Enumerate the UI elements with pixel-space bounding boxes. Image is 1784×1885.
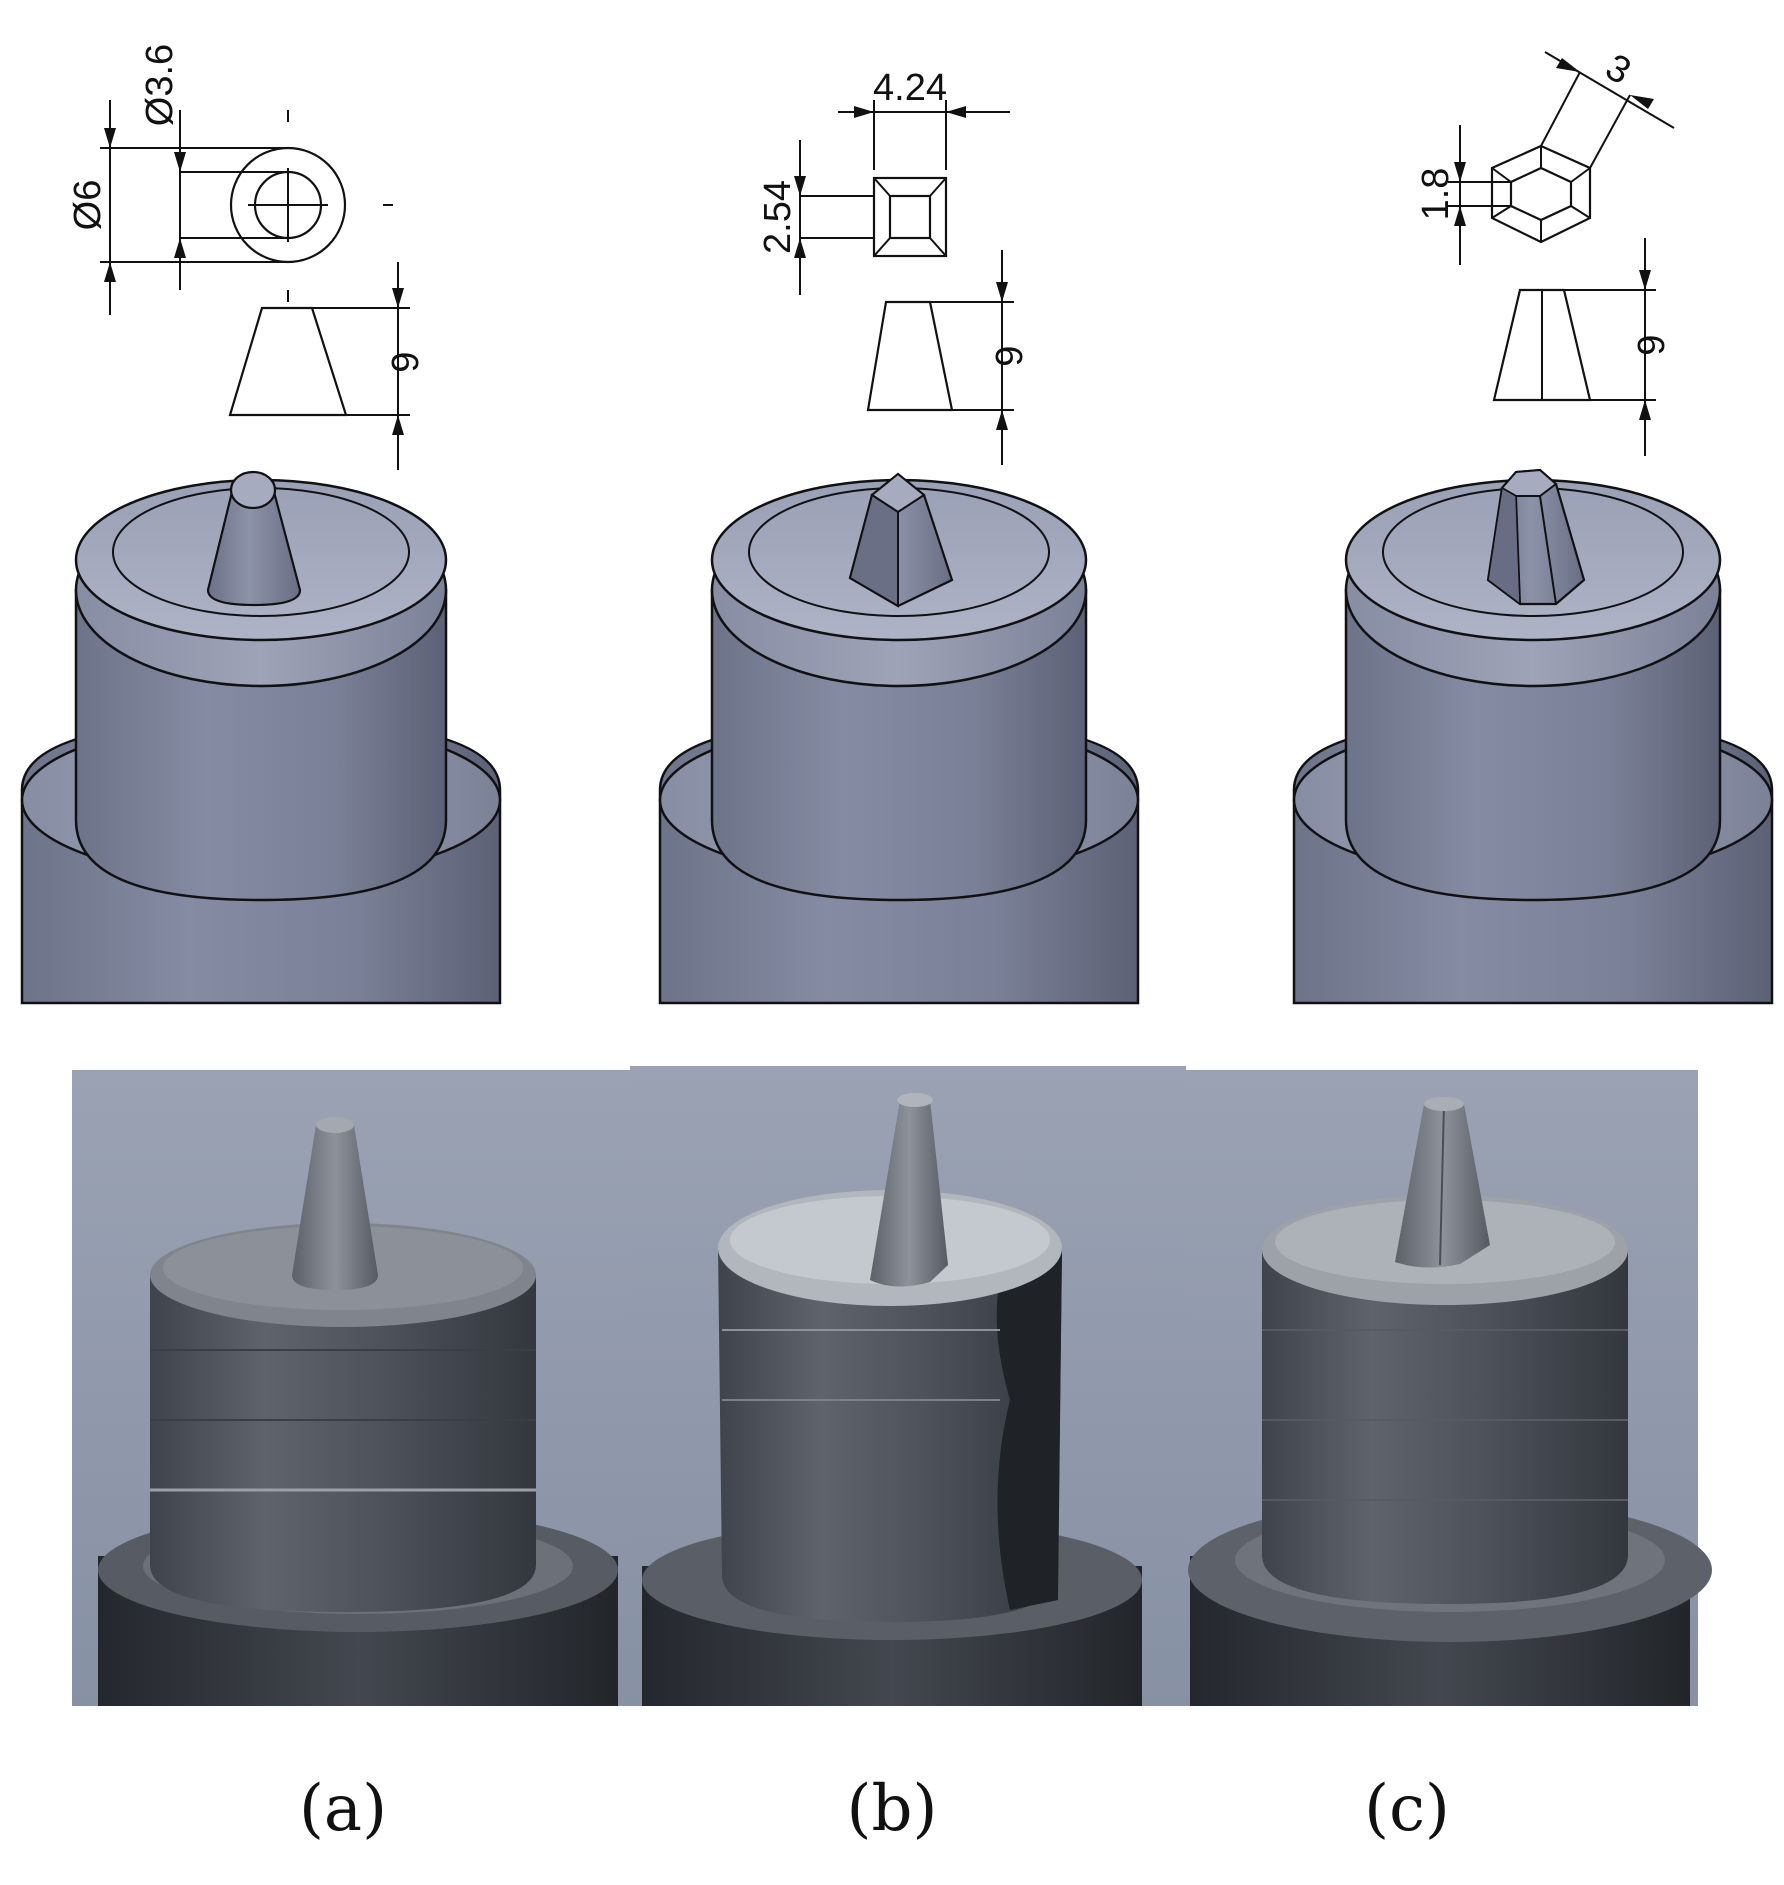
pin-side-view xyxy=(228,306,348,417)
dim-side: 1.8 xyxy=(1415,168,1457,221)
cad-render-b xyxy=(658,472,1140,1005)
drawing-c: 3 1.8 6 xyxy=(1415,46,1675,456)
caption-b: (b) xyxy=(847,1772,938,1846)
cad-render-c xyxy=(1292,468,1774,1005)
tool-a: Ø6 Ø3.6 6 xyxy=(20,44,502,1005)
photo-b xyxy=(630,1066,1186,1706)
dim-inner-diameter: Ø3.6 xyxy=(139,44,181,126)
dim-side: 2.54 xyxy=(757,180,799,254)
photo-a xyxy=(72,1070,644,1706)
dim-outer-diameter: Ø6 xyxy=(67,180,109,231)
cad-render-a xyxy=(20,470,502,1005)
tool-b: 4.24 2.54 6 xyxy=(658,67,1140,1005)
pin-square-outer xyxy=(872,176,948,258)
caption-a: (a) xyxy=(299,1772,387,1846)
drawing-a: Ø6 Ø3.6 6 xyxy=(67,44,425,470)
photo-c xyxy=(1186,1070,1712,1706)
caption-c: (c) xyxy=(1364,1772,1450,1846)
dim-height: 6 xyxy=(987,345,1029,366)
tool-c: 3 1.8 6 xyxy=(1292,46,1774,1005)
dim-width: 4.24 xyxy=(873,67,947,109)
pin-side-view xyxy=(866,300,954,412)
drawing-b: 4.24 2.54 6 xyxy=(757,67,1029,465)
pin-hexagon-inner xyxy=(1509,166,1573,222)
dim-height: 6 xyxy=(1629,334,1671,355)
pin-square-inner xyxy=(888,194,932,240)
cone-pin xyxy=(206,490,302,607)
dim-height: 6 xyxy=(383,351,425,372)
